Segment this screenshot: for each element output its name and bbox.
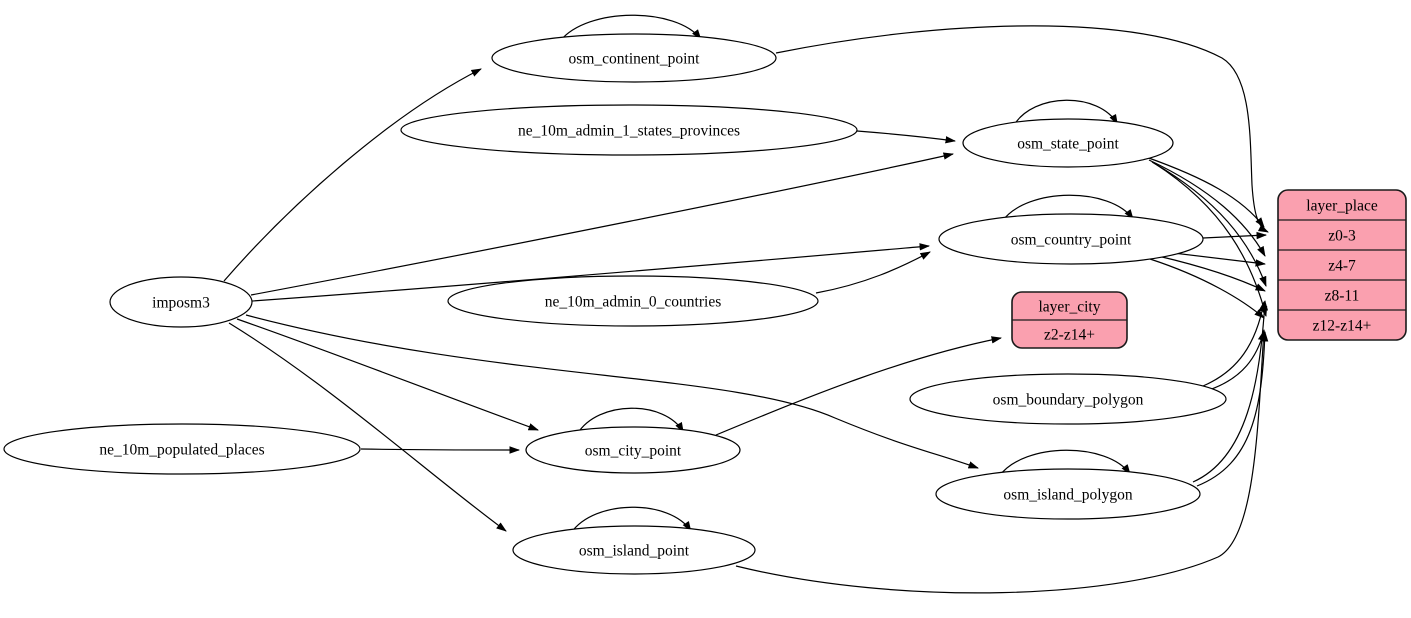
record-row-layer-city-z2-z14-: z2-z14+: [1044, 327, 1095, 344]
self-loop-osm-state-point: [1012, 99, 1118, 127]
node-ne-10m-admin-1-states-provinces: ne_10m_admin_1_states_provinces: [400, 104, 858, 156]
node-label-imposm3: imposm3: [152, 295, 210, 312]
self-loop-osm-island-polygon: [998, 449, 1131, 477]
node-imposm3: imposm3: [109, 276, 253, 328]
node-shape-osm-city-point: [525, 426, 741, 474]
node-label-osm-continent-point: osm_continent_point: [569, 51, 701, 68]
node-osm-country-point: osm_country_point: [938, 194, 1204, 265]
edge-imposm3-to-osm-island-polygon: [245, 314, 979, 469]
self-loop-osm-city-point: [576, 407, 684, 435]
edge-imposm3-to-osm-island-point: [228, 322, 507, 532]
edge-osm-country-point-to-layer-place-z0-3: [1202, 231, 1267, 240]
node-label-osm-island-point: osm_island_point: [579, 543, 690, 560]
self-loop-osm-country-point: [1001, 194, 1134, 222]
node-osm-island-polygon: osm_island_polygon: [935, 449, 1201, 520]
edge-ne-10m-admin-0-countries-to-osm-country-point: [815, 251, 931, 294]
node-osm-city-point: osm_city_point: [525, 407, 741, 474]
node-ne-10m-populated-places: ne_10m_populated_places: [3, 423, 361, 475]
node-osm-continent-point: osm_continent_point: [491, 14, 777, 83]
edge-osm-country-point-to-layer-place-z12-z14-: [1149, 258, 1265, 319]
node-label-osm-country-point: osm_country_point: [1011, 232, 1132, 249]
node-label-osm-boundary-polygon: osm_boundary_polygon: [993, 392, 1144, 409]
node-label-osm-island-polygon: osm_island_polygon: [1003, 487, 1132, 504]
edge-imposm3-to-osm-continent-point: [223, 68, 482, 282]
node-shape-ne-10m-populated-places: [3, 423, 361, 475]
node-shape-osm-state-point: [962, 118, 1174, 168]
record-shape-layer-place: [1277, 189, 1407, 341]
node-label-ne-10m-populated-places: ne_10m_populated_places: [99, 442, 264, 459]
node-osm-state-point: osm_state_point: [962, 99, 1174, 168]
edge-ne-10m-populated-places-to-osm-city-point: [360, 446, 520, 454]
edges-layer: [223, 25, 1269, 594]
record-layer-place: layer_place z0-3 z4-7 z8-11 z12-z14+: [1277, 189, 1407, 341]
edge-osm-state-point-to-layer-place-z0-3: [1145, 156, 1265, 228]
record-row-layer-place-z8-11: z8-11: [1325, 288, 1360, 305]
self-loop-osm-continent-point: [559, 14, 702, 42]
edge-osm-city-point-to-layer-city-z2-z14-: [715, 336, 1002, 436]
edge-osm-boundary-polygon-to-layer-place-z8-11: [1202, 301, 1266, 387]
node-label-osm-city-point: osm_city_point: [585, 443, 682, 460]
nodes-layer: imposm3 ne_10m_populated_places osm_contin…: [3, 14, 1227, 575]
node-osm-boundary-polygon: osm_boundary_polygon: [909, 373, 1227, 425]
edge-osm-state-point-to-layer-place-z8-11: [1151, 161, 1267, 287]
record-row-layer-place-z0-3: z0-3: [1328, 228, 1356, 245]
edge-osm-continent-point-to-layer-place-z0-3: [775, 25, 1269, 233]
node-label-ne-10m-admin-0-countries: ne_10m_admin_0_countries: [545, 294, 722, 311]
edge-osm-island-polygon-to-layer-place-z12-z14-: [1196, 331, 1269, 487]
node-ne-10m-admin-0-countries: ne_10m_admin_0_countries: [447, 275, 819, 327]
node-shape-imposm3: [109, 276, 253, 328]
record-header-layer-place: layer_place: [1306, 198, 1378, 215]
edge-osm-country-point-to-layer-place-z8-11: [1157, 255, 1266, 292]
self-loop-osm-island-point: [570, 506, 692, 534]
edge-ne-10m-admin-1-states-provinces-to-osm-state-point: [856, 130, 956, 144]
node-shape-ne-10m-admin-0-countries: [447, 275, 819, 327]
node-shape-osm-continent-point: [491, 33, 777, 83]
node-shape-osm-island-polygon: [935, 468, 1201, 520]
records-layer: layer_city z2-z14+ layer_place z0-3 z4-7 z8-1…: [1011, 189, 1407, 349]
node-shape-ne-10m-admin-1-states-provinces: [400, 104, 858, 156]
edge-osm-island-point-to-layer-place-z12-z14-: [735, 329, 1268, 594]
node-shape-osm-island-point: [512, 525, 756, 575]
edge-imposm3-to-osm-state-point: [250, 152, 954, 296]
edge-osm-state-point-to-layer-place-z4-7: [1148, 159, 1266, 257]
node-osm-island-point: osm_island_point: [512, 506, 756, 575]
record-header-layer-city: layer_city: [1039, 299, 1101, 316]
edge-osm-country-point-to-layer-place-z4-7: [1164, 251, 1266, 267]
edge-imposm3-to-osm-city-point: [236, 318, 539, 431]
node-label-ne-10m-admin-1-states-provinces: ne_10m_admin_1_states_provinces: [518, 123, 740, 140]
record-row-layer-place-z12-z14-: z12-z14+: [1313, 318, 1372, 335]
node-shape-osm-boundary-polygon: [909, 373, 1227, 425]
record-row-layer-place-z4-7: z4-7: [1328, 258, 1356, 275]
node-shape-osm-country-point: [938, 213, 1204, 265]
edge-imposm3-to-osm-country-point: [251, 243, 930, 302]
node-label-osm-state-point: osm_state_point: [1017, 136, 1119, 153]
record-layer-city: layer_city z2-z14+: [1011, 291, 1128, 349]
